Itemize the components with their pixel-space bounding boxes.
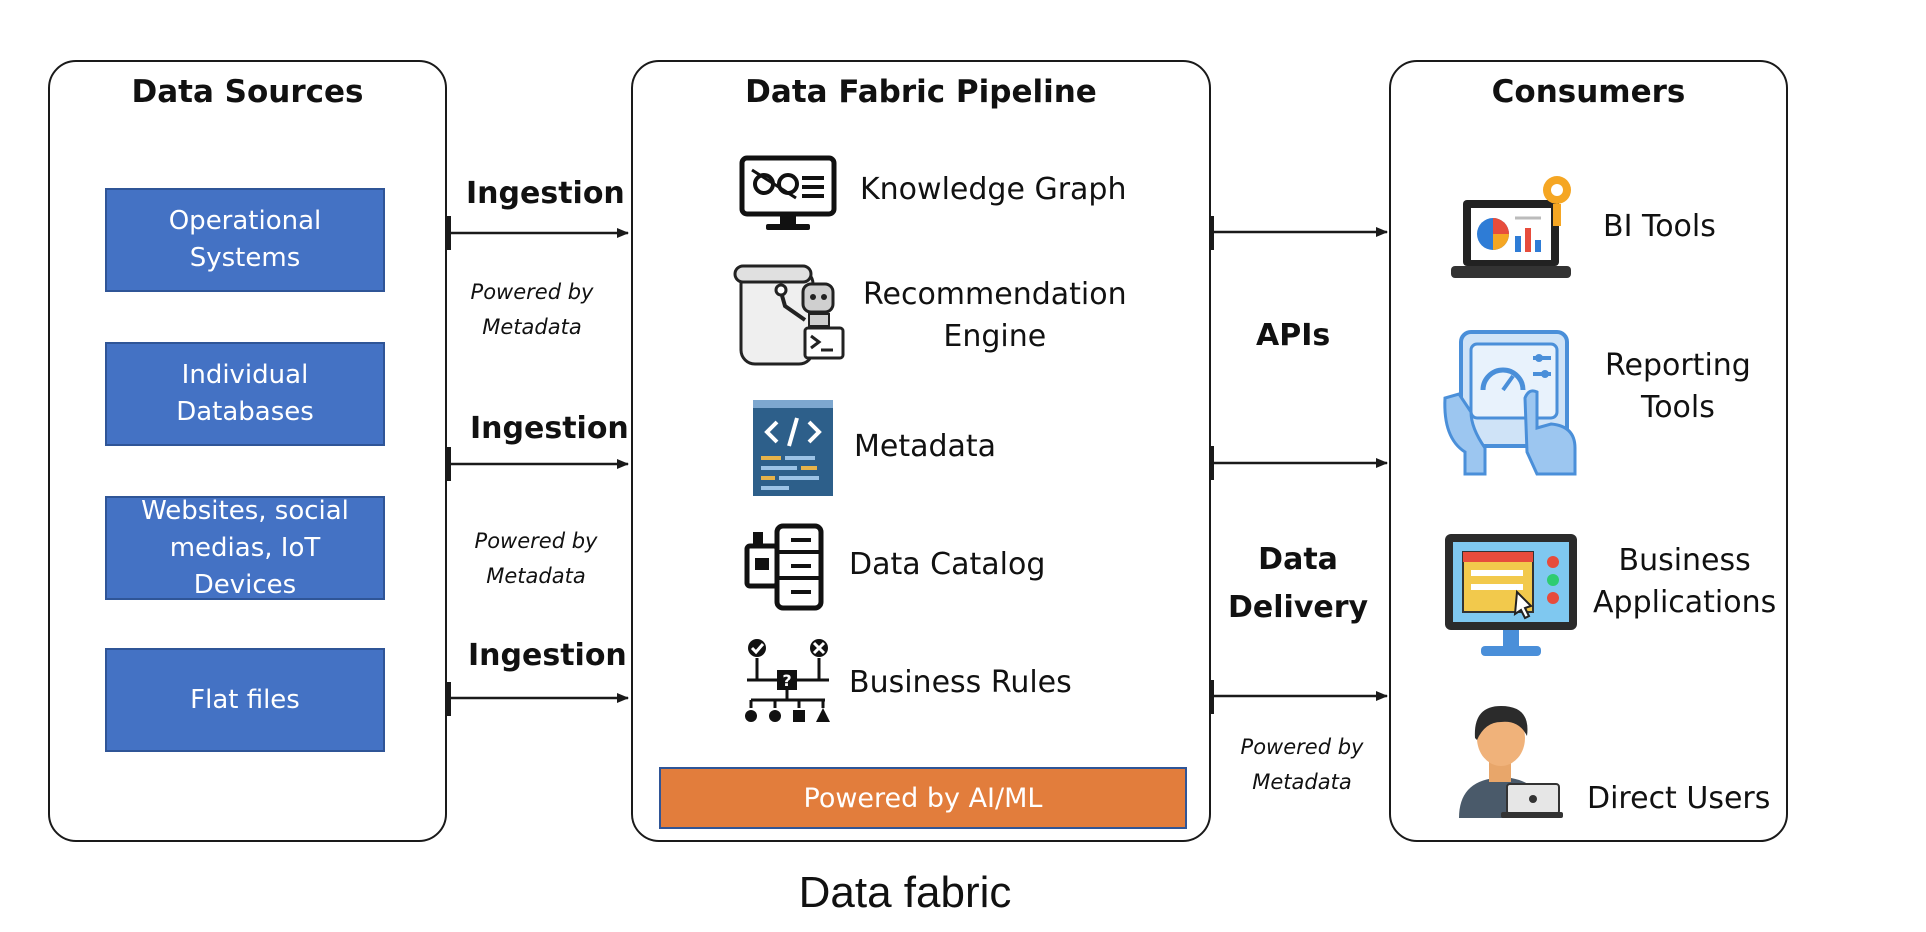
figure-caption: Data fabric [798,868,1012,917]
ingestion-arrow-1 [445,216,629,250]
delivery-arrow-3 [1208,680,1388,714]
laptop-chart-icon [1451,176,1571,278]
data-catalog-icon [744,523,824,611]
robot-icon [733,264,845,366]
pipeline-knowledge-graph-label: Knowledge Graph [860,172,1127,207]
pipeline-data-catalog-label: Data Catalog [849,547,1046,582]
delivery-arrow-2 [1208,446,1388,480]
apis-label: APIs [1256,318,1331,353]
consumer-direct-users-label: Direct Users [1587,781,1771,816]
code-document-icon [753,400,833,496]
consumers-title: Consumers [1491,74,1686,110]
pipeline-business-rules-label: Business Rules [849,665,1072,700]
decision-tree-icon: ? [745,639,830,722]
monitor-app-icon [1445,534,1577,656]
data-sources-title: Data Sources [131,74,364,110]
touch-dashboard-icon [1443,330,1577,476]
pipeline-panel: Data Fabric Pipeline Knowledge Graph Rec… [631,60,1211,842]
ingestion-arrow-3 [445,682,629,716]
ai-ml-bar: Powered by AI/ML [659,767,1187,829]
pipeline-metadata-label: Metadata [854,429,997,464]
consumer-bi-tools-label: BI Tools [1603,209,1716,244]
delivery-arrow-1 [1208,216,1388,250]
pipeline-title: Data Fabric Pipeline [745,74,1097,110]
ingestion-label-3: Ingestion [468,638,627,673]
svg-text:?: ? [782,671,791,690]
source-flat-files: Flat files [105,648,385,752]
ingestion-label-1: Ingestion [466,176,625,211]
ingestion-label-2: Ingestion [470,411,629,446]
ingestion-arrow-2 [445,447,629,481]
knowledge-graph-icon [739,155,837,230]
user-laptop-icon [1459,706,1563,818]
